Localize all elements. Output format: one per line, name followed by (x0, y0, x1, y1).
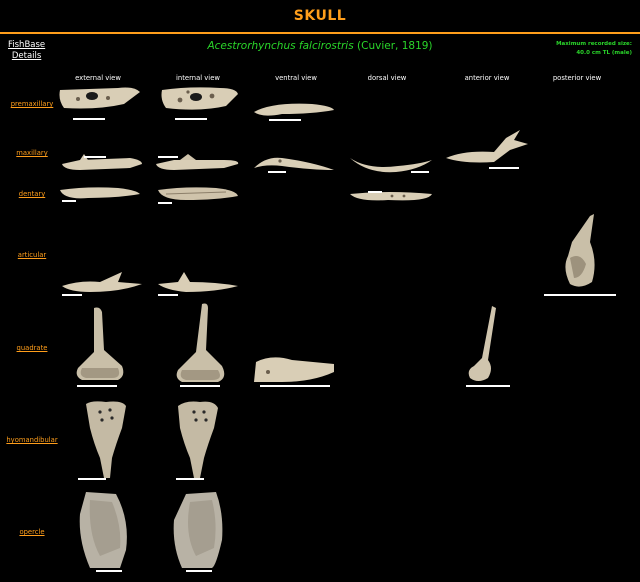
scale-bar (180, 385, 220, 387)
fishbase-link-line2[interactable]: Details (11, 51, 42, 61)
scale-bar (260, 385, 330, 387)
column-header-external: external view (75, 74, 121, 82)
hyomandibular-internal-image[interactable] (174, 398, 222, 480)
row-link-premaxillary[interactable]: premaxillary (10, 100, 54, 108)
maxillary-ventral-image[interactable] (252, 152, 336, 176)
articular-posterior-image[interactable] (560, 212, 604, 292)
scale-bar (186, 570, 212, 572)
column-header-anterior: anterior view (464, 74, 510, 82)
scale-bar (77, 385, 117, 387)
species-name: Acestrorhynchus falcirostris (Cuvier, 18… (160, 40, 480, 52)
scale-bar (62, 294, 82, 296)
quadrate-ventral-image[interactable] (252, 352, 336, 386)
articular-internal-image[interactable] (156, 270, 240, 296)
quadrate-external-image[interactable] (72, 306, 130, 386)
max-size-value: 40.0 cm TL (male) (576, 50, 632, 56)
premaxillary-ventral-image[interactable] (252, 100, 336, 120)
premaxillary-external-image[interactable] (58, 84, 142, 122)
row-link-maxillary[interactable]: maxillary (16, 149, 48, 157)
dentary-external-image[interactable] (58, 184, 142, 202)
scale-bar (175, 118, 207, 120)
scale-bar (158, 156, 178, 158)
hyomandibular-external-image[interactable] (82, 398, 130, 480)
opercle-internal-image[interactable] (170, 490, 226, 572)
max-size-info: Maximum recorded size: 40.0 cm TL (male) (556, 40, 632, 58)
column-header-ventral: ventral view (275, 74, 317, 82)
scale-bar (368, 191, 382, 193)
opercle-external-image[interactable] (76, 490, 132, 572)
row-link-quadrate[interactable]: quadrate (16, 344, 48, 352)
scale-bar (411, 171, 429, 173)
max-size-label: Maximum recorded size: (556, 41, 632, 47)
column-header-internal: internal view (176, 74, 220, 82)
title-divider (0, 32, 640, 34)
dentary-internal-image[interactable] (156, 184, 240, 204)
scale-bar (489, 167, 519, 169)
scale-bar (269, 119, 301, 121)
row-link-opercle[interactable]: opercle (19, 528, 45, 536)
dentary-dorsal-image[interactable] (348, 188, 434, 204)
page-title: SKULL (293, 8, 347, 24)
row-link-articular[interactable]: articular (17, 251, 47, 259)
scale-bar (96, 570, 122, 572)
maxillary-anterior-image[interactable] (444, 128, 530, 168)
column-header-dorsal: dorsal view (367, 74, 407, 82)
row-link-hyomandibular[interactable]: hyomandibular (6, 436, 58, 444)
maxillary-internal-image[interactable] (154, 154, 240, 174)
column-header-posterior: posterior view (552, 74, 602, 82)
scale-bar (268, 171, 286, 173)
row-link-dentary[interactable]: dentary (18, 190, 46, 198)
scale-bar (84, 156, 106, 158)
maxillary-dorsal-image[interactable] (348, 154, 434, 176)
scale-bar (176, 478, 204, 480)
scale-bar (62, 200, 76, 202)
articular-external-image[interactable] (60, 270, 144, 296)
scale-bar (466, 385, 510, 387)
scale-bar (158, 202, 172, 204)
quadrate-internal-image[interactable] (172, 302, 228, 388)
quadrate-anterior-image[interactable] (464, 304, 500, 386)
species-author: (Cuvier, 1819) (353, 40, 433, 52)
species-binomial: Acestrorhynchus falcirostris (207, 40, 354, 52)
scale-bar (78, 478, 106, 480)
premaxillary-internal-image[interactable] (160, 84, 240, 122)
fishbase-link-line1[interactable]: FishBase (8, 40, 46, 50)
scale-bar (544, 294, 616, 296)
scale-bar (73, 118, 105, 120)
fishbase-details-link[interactable]: FishBase Details (8, 40, 45, 62)
scale-bar (158, 294, 178, 296)
